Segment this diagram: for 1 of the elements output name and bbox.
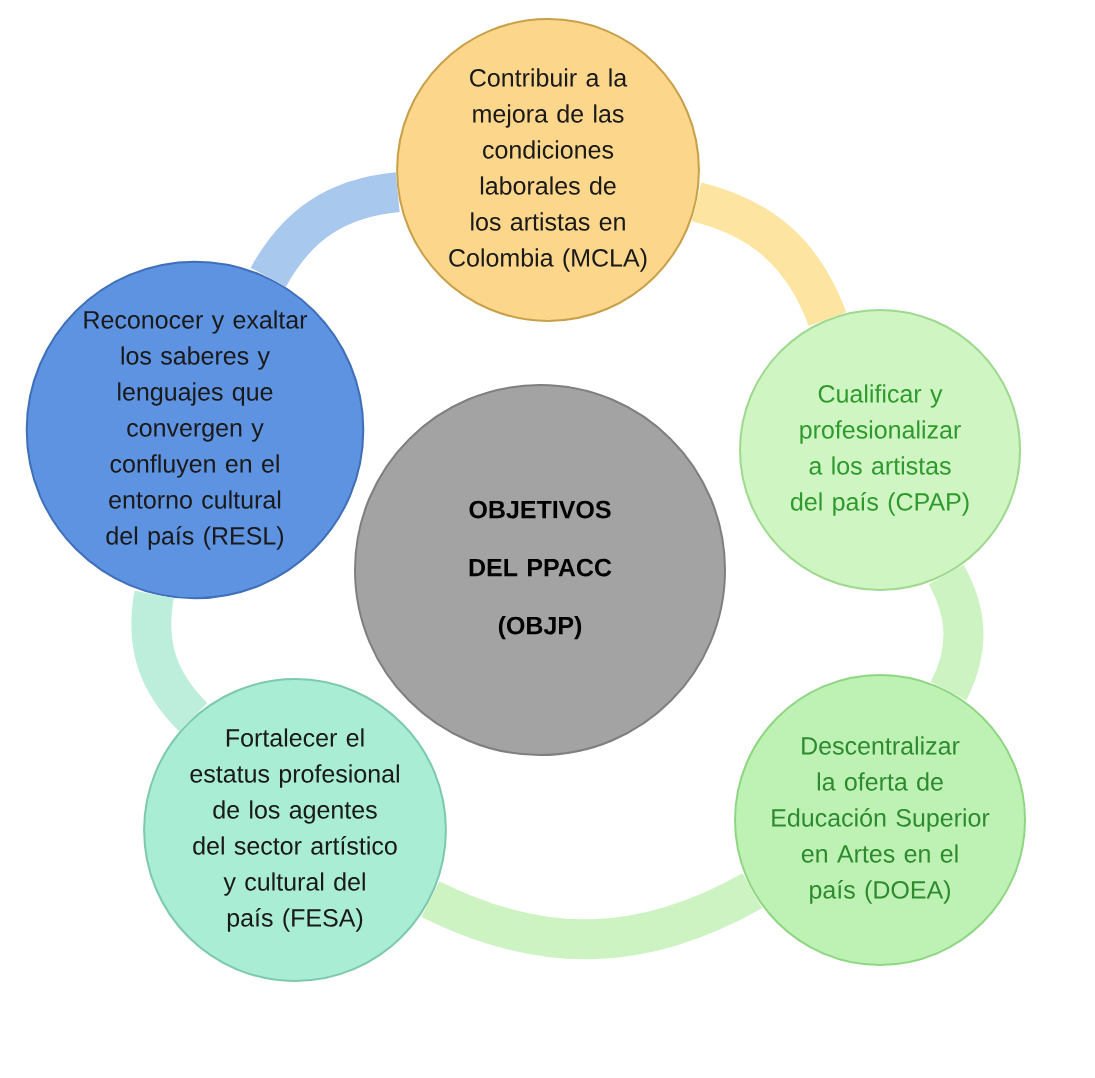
ring-segment bbox=[421, 873, 762, 960]
